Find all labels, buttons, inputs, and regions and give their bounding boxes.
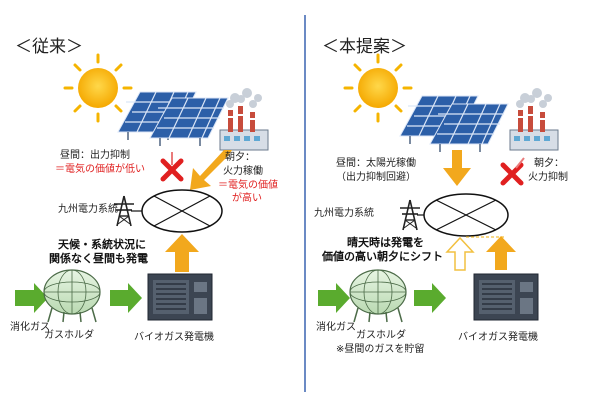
factory-icon [509, 87, 559, 151]
gas-holder-note: ※昼間のガスを貯留 [336, 342, 424, 355]
panel-conventional: ＜従来＞ 昼間：出力抑制 ＝電気の価値が低い 朝夕： 火力稼働 ＝電気の価値 が… [10, 37, 278, 343]
generator-icon [473, 273, 539, 321]
note-line-2: 価値の高い朝夕にシフト [321, 249, 443, 263]
daytime-value-label: ＝電気の価値が低い [55, 162, 145, 175]
gas-holder-icon [349, 269, 407, 323]
grid-node [141, 189, 223, 233]
morning-label: 朝夕： [225, 151, 255, 163]
morning-value-label: ＝電気の価値 [218, 178, 278, 191]
digestion-gas-label: 消化ガス [316, 320, 356, 333]
generation-arrow [165, 234, 199, 272]
grid-node [423, 193, 509, 237]
generator-label: バイオガス発電機 [458, 330, 538, 343]
solar-panel-icon [399, 95, 509, 153]
morning-value-label-2: が高い [232, 191, 262, 204]
note-line-1: 天候・系統状況に [58, 237, 146, 251]
panel-heading: ＜本提案＞ [322, 37, 407, 57]
daytime-label: 昼間：太陽光稼働 [336, 156, 416, 169]
grid-label: 九州電力系統 [314, 206, 374, 219]
factory-icon [219, 87, 269, 151]
gas-flow-arrow-2 [110, 283, 142, 313]
sun-icon [63, 53, 133, 123]
panel-proposal: ＜本提案＞ 昼間：太陽光稼働 （出力抑制回避） 朝夕： 火力抑制 九州電力系統 … [314, 37, 568, 355]
note-line-2: 関係なく昼間も発電 [49, 251, 148, 265]
digestion-gas-label: 消化ガス [10, 320, 50, 333]
gas-flow-arrow-1 [15, 283, 48, 313]
gas-holder-icon [43, 269, 101, 323]
solar-panel-icon [117, 91, 229, 147]
gas-flow-arrow-2 [414, 283, 446, 313]
daytime-value-label: （出力抑制回避） [336, 170, 416, 183]
inactive-generation-arrow [445, 236, 475, 271]
cross-icon [503, 165, 521, 183]
blocked-path [515, 157, 525, 169]
thermal-arrow [190, 150, 232, 190]
generation-arrow [486, 236, 516, 270]
solar-arrow [443, 150, 471, 186]
gas-flow-arrow-1 [318, 283, 350, 313]
daytime-label: 昼間：出力抑制 [60, 148, 130, 161]
grid-label: 九州電力系統 [58, 202, 118, 215]
generator-label: バイオガス発電機 [134, 330, 214, 343]
panel-heading: ＜従来＞ [15, 37, 83, 57]
generator-icon [147, 273, 213, 321]
note-line-1: 晴天時は発電を [347, 235, 424, 249]
gas-holder-label: ガスホルダ [44, 328, 94, 341]
sun-icon [343, 53, 413, 123]
morning-thermal-label: 火力抑制 [528, 170, 568, 183]
morning-thermal-label: 火力稼働 [223, 164, 263, 177]
gas-holder-label: ガスホルダ [356, 328, 406, 341]
morning-label: 朝夕： [534, 157, 564, 169]
